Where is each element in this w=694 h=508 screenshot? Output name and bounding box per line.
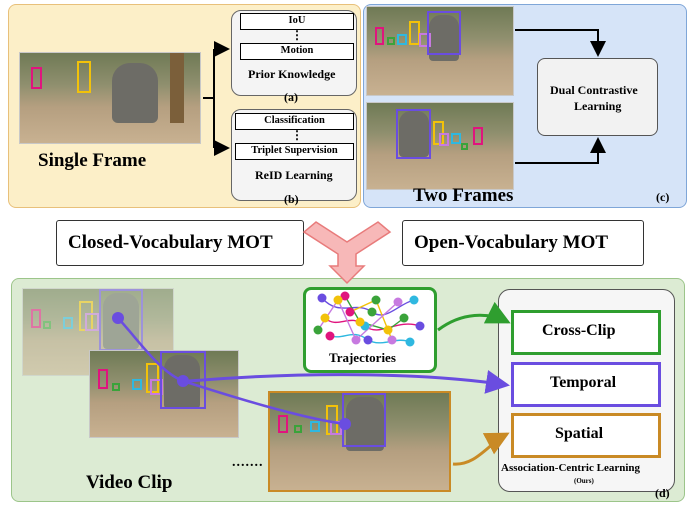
spatial-box (511, 413, 661, 458)
split-arrow (302, 221, 392, 285)
bbox-cyan (310, 421, 320, 432)
spatial-label: Spatial (555, 425, 604, 442)
bbox-magenta (98, 369, 108, 389)
bbox-violet (330, 421, 342, 435)
open-vocabulary-label: Open-Vocabulary MOT (414, 232, 609, 253)
bbox-violet (439, 133, 449, 146)
bbox-purple (342, 393, 386, 447)
temporal-label: Temporal (550, 374, 617, 391)
temporal-box (511, 362, 661, 407)
iou-label: IoU (240, 13, 354, 30)
open-vocabulary-box (402, 220, 644, 266)
bbox-magenta (473, 127, 483, 145)
dual-contrastive-line1: Dual Contrastive (550, 83, 638, 97)
elephant-shape (112, 63, 158, 123)
motion-label: Motion (240, 43, 354, 60)
trajectories-label: Trajectories (329, 350, 396, 365)
tree-shape (170, 53, 184, 123)
closed-vocabulary-label: Closed-Vocabulary MOT (68, 232, 273, 253)
tag-b: (b) (284, 192, 299, 206)
bbox-magenta (31, 67, 42, 89)
bbox-purple (396, 109, 431, 159)
bbox-green (461, 143, 468, 150)
prior-knowledge-title: Prior Knowledge (248, 67, 336, 81)
bbox-green (294, 425, 302, 433)
cross-clip-box (511, 310, 661, 355)
bbox-cyan (451, 133, 461, 144)
bbox-cyan (397, 34, 407, 45)
classification-label: Classification (235, 113, 354, 130)
dual-contrastive-box (537, 58, 658, 136)
bbox-magenta (375, 27, 384, 45)
video-clip-label: Video Clip (86, 472, 173, 493)
cross-clip-label: Cross-Clip (542, 322, 616, 339)
bbox-yellow (77, 61, 91, 93)
elephant-shape (346, 397, 384, 451)
bbox-violet (419, 33, 431, 47)
association-centric-label: Association-Centric Learning (501, 462, 641, 474)
reid-learning-title: ReID Learning (255, 168, 333, 182)
bbox-purple (99, 289, 143, 351)
bbox-cyan (132, 379, 142, 390)
clip-frame-3-image (268, 391, 451, 492)
single-frame-image (19, 52, 201, 144)
dual-contrastive-line2: Learning (574, 99, 622, 113)
clip-frame-2-image (89, 350, 239, 438)
frame-2-image (366, 102, 514, 190)
bbox-green (43, 321, 51, 329)
bbox-magenta (31, 309, 41, 328)
elephant-shape (399, 111, 429, 157)
reid-dots: ⋮ (291, 128, 303, 142)
ours-label: (Ours) (574, 477, 594, 485)
triplet-supervision-label: Triplet Supervision (235, 143, 354, 160)
bbox-violet (85, 313, 99, 331)
tag-d: (d) (655, 486, 670, 500)
bbox-purple (427, 11, 461, 55)
closed-vocabulary-box (56, 220, 304, 266)
clip-ellipsis: ....... (232, 455, 264, 470)
tag-a: (a) (284, 90, 298, 104)
bbox-magenta (278, 415, 288, 433)
two-frames-label: Two Frames (413, 185, 514, 206)
bbox-cyan (63, 317, 73, 329)
bbox-purple (160, 351, 206, 409)
bbox-green (387, 37, 395, 45)
prior-dots: ⋮ (291, 28, 303, 42)
tag-c: (c) (656, 190, 670, 204)
frame-1-image (366, 6, 514, 96)
bbox-green (112, 383, 120, 391)
single-frame-label: Single Frame (38, 150, 147, 171)
